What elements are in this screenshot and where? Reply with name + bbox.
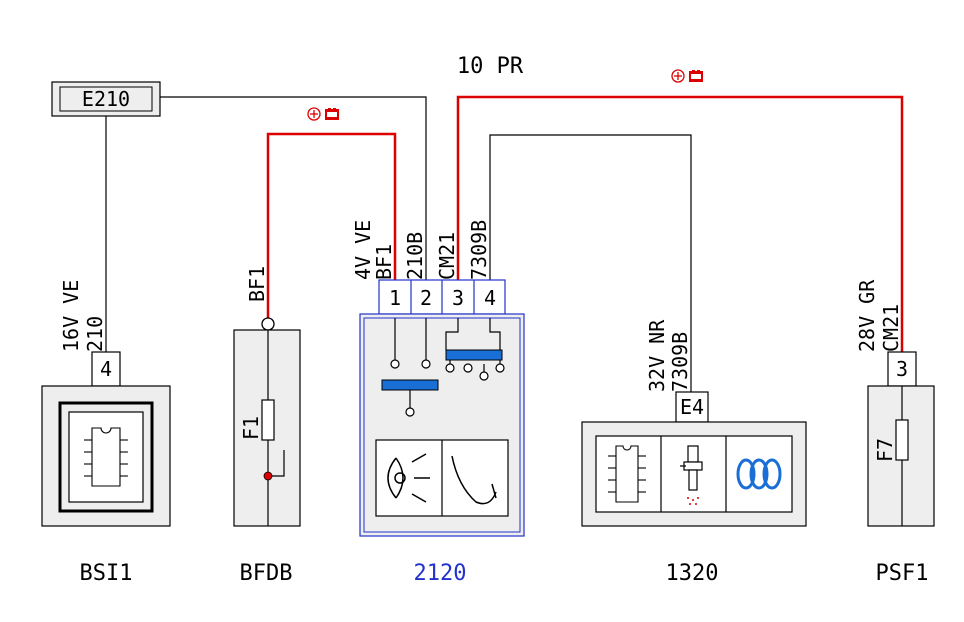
fuse-icon bbox=[261, 399, 275, 441]
relay-wire-label-2: 210B bbox=[403, 232, 427, 280]
bsi1-wire-label: 210 bbox=[83, 316, 107, 352]
chip-icon bbox=[84, 427, 128, 487]
ecu-1320-name: 1320 bbox=[666, 561, 719, 586]
battery-positive-icon bbox=[671, 69, 703, 83]
washer-icon bbox=[451, 455, 497, 505]
psf1-connector-label: 28V GR bbox=[855, 279, 879, 352]
e210-label: E210 bbox=[82, 87, 130, 111]
relay-contact-bar bbox=[445, 349, 503, 361]
relay-pin-1: 1 bbox=[389, 286, 401, 310]
relay-pin-2: 2 bbox=[420, 286, 432, 310]
psf1-fuse-label: F7 bbox=[873, 438, 897, 462]
fuse-icon bbox=[895, 419, 909, 461]
psf1-pin: 3 bbox=[896, 357, 908, 381]
diagram-title: 10 PR bbox=[457, 54, 524, 79]
bfdb-component: BF1 F1 BFDB bbox=[233, 266, 301, 586]
bsi1-pin: 4 bbox=[100, 357, 112, 381]
bsi1-name: BSI1 bbox=[80, 561, 133, 586]
battery-positive-icon bbox=[307, 107, 339, 121]
ecu-wire-label: 7309B bbox=[668, 332, 692, 392]
relay-connector-label: 4V VE bbox=[351, 220, 375, 280]
relay-contact-bar bbox=[381, 379, 439, 391]
relay-2120-component: 4V VE BF1 210B CM21 7309B 1 2 3 4 bbox=[351, 220, 525, 586]
bsi1-component: 16V VE 210 4 BSI1 bbox=[41, 280, 171, 586]
relay-wire-label-4: 7309B bbox=[467, 220, 491, 280]
positive-wires bbox=[266, 95, 904, 352]
injector-icon bbox=[680, 445, 703, 505]
bfdb-fuse-label: F1 bbox=[239, 416, 263, 440]
psf1-name: PSF1 bbox=[876, 561, 929, 586]
psf1-wire-label: CM21 bbox=[879, 304, 903, 352]
relay-pin-4: 4 bbox=[484, 286, 496, 310]
ecu-connector-label: 32V NR bbox=[645, 319, 669, 392]
relay-wire-label-1: BF1 bbox=[372, 244, 396, 280]
headlamp-icon bbox=[387, 453, 430, 503]
coil-icon bbox=[736, 458, 782, 490]
bfdb-wire-label: BF1 bbox=[245, 266, 269, 302]
e210-box: E210 bbox=[51, 81, 161, 117]
relay-2120-name: 2120 bbox=[414, 561, 467, 586]
ecu-pin: E4 bbox=[680, 395, 704, 419]
chip-icon bbox=[608, 445, 646, 503]
psf1-component: 28V GR CM21 3 F7 PSF1 bbox=[855, 279, 935, 586]
bsi1-connector-label: 16V VE bbox=[59, 280, 83, 352]
relay-pin-3: 3 bbox=[452, 286, 464, 310]
signal-wires bbox=[105, 96, 692, 392]
ecu-1320-component: 32V NR 7309B E4 bbox=[581, 319, 807, 586]
relay-wire-label-3: CM21 bbox=[435, 232, 459, 280]
bfdb-name: BFDB bbox=[240, 561, 293, 586]
